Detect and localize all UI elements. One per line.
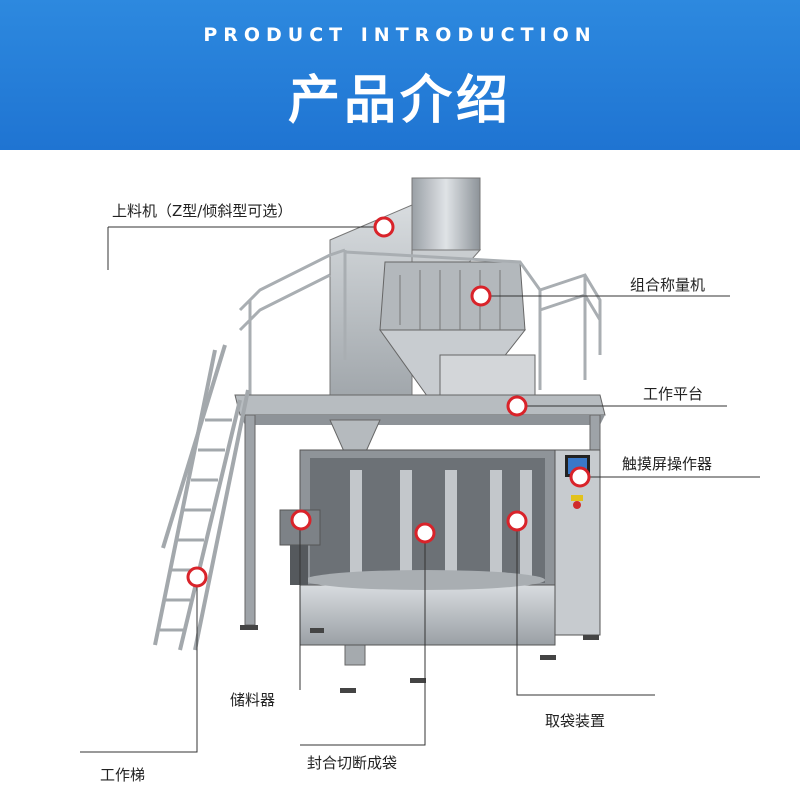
marker-sealer [414, 522, 436, 544]
bagging-machine [299, 449, 601, 646]
marker-hopper [373, 216, 395, 238]
label-weigher: 组合称量机 [630, 276, 706, 294]
ladder [153, 344, 250, 651]
title-cn: 产品介绍 [287, 71, 512, 131]
label-hopper: 上料机（Z型/倾斜型可选） [112, 202, 293, 220]
weigher-body [379, 261, 536, 401]
label-bag-pickup: 取袋装置 [545, 712, 606, 730]
marker-platform [506, 395, 528, 417]
platform-railings [238, 248, 602, 395]
marker-bag-pickup [506, 510, 528, 532]
machine-feet [240, 625, 599, 693]
marker-touchscreen [569, 466, 591, 488]
marker-weigher [470, 285, 492, 307]
label-touchscreen: 触摸屏操作器 [622, 455, 713, 473]
machine-illustration [80, 177, 760, 753]
callout-lines [80, 226, 760, 753]
header-banner: PRODUCT INTRODUCTION 产品介绍 [0, 0, 800, 150]
label-storage: 储料器 [230, 691, 276, 709]
callout-markers [186, 216, 591, 588]
marker-ladder [186, 566, 208, 588]
label-sealer: 封合切断成袋 [307, 754, 398, 772]
label-platform: 工作平台 [643, 385, 704, 403]
marker-storage [290, 509, 312, 531]
title-en: PRODUCT INTRODUCTION [203, 24, 597, 46]
label-ladder: 工作梯 [100, 766, 146, 784]
